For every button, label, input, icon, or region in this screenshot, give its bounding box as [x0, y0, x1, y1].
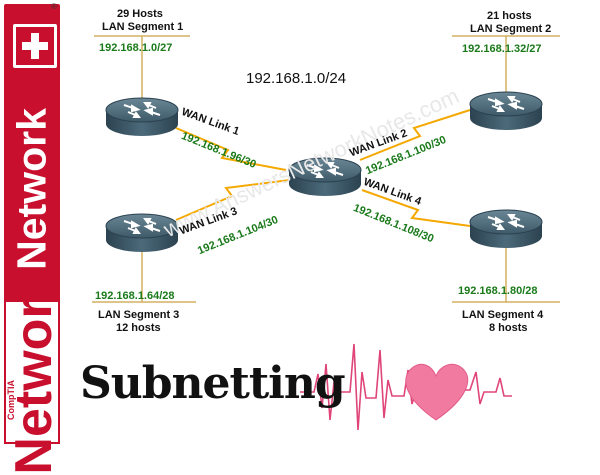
router-icon [469, 91, 543, 131]
heart-icon [405, 363, 469, 421]
lan-3-name: LAN Segment 3 [98, 309, 180, 321]
heartbeat-line-icon [300, 343, 512, 431]
router-icon [105, 97, 179, 137]
lan-4-name: LAN Segment 4 [462, 309, 544, 321]
lan-2-hosts: 21 hosts [487, 10, 532, 22]
lan-lines [92, 35, 560, 303]
lan-1-subnet: 192.168.1.0/27 [99, 42, 173, 54]
lan-4-subnet: 192.168.1.80/28 [458, 285, 538, 297]
lan-4-hosts: 8 hosts [489, 322, 528, 334]
lan-3-hosts: 12 hosts [116, 322, 161, 334]
lan-1-name: LAN Segment 1 [102, 21, 184, 33]
lan-1-hosts: 29 Hosts [117, 8, 163, 20]
network-address-title: 192.168.1.0/24 [246, 70, 347, 87]
lan-2-name: LAN Segment 2 [470, 23, 552, 35]
network-diagram-svg [92, 35, 560, 431]
wan-bolts [175, 109, 471, 227]
diagram-stage: Network Network CompTIA ® [4, 2, 560, 475]
brand-white-panel [4, 300, 60, 444]
router-icon [469, 209, 543, 249]
lan-3-subnet: 192.168.1.64/28 [95, 290, 175, 302]
plus-icon [13, 24, 57, 68]
registered-mark: ® [51, 2, 57, 11]
subnetting-title: Subnetting [80, 358, 346, 409]
lan-2-subnet: 192.168.1.32/27 [462, 43, 542, 55]
